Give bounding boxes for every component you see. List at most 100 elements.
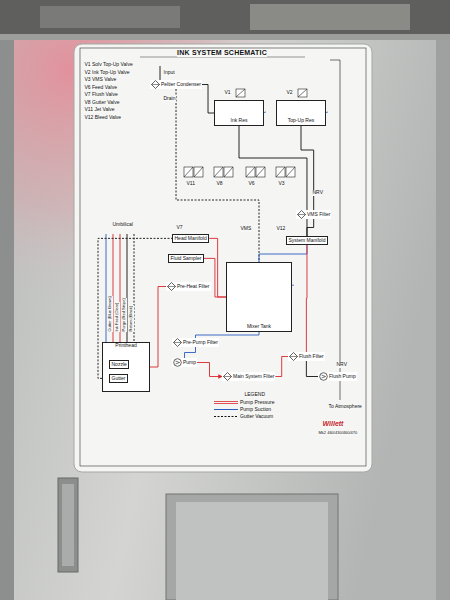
manifold-box: System Manifold [286,236,328,245]
wire-label: Return (Black) [129,305,134,332]
gutter-box: Gutter [109,374,128,383]
panel-cutout [166,494,338,600]
pipe-connector [185,347,196,358]
valve-label: V8 [216,181,223,187]
wire-label: Purge (Red Stripe) [122,298,127,332]
valve-label: V6 [248,181,255,187]
wire-label: Ink Feed (Clear) [115,302,120,332]
filter-icon [289,352,298,361]
top-frame [0,0,450,38]
pipe-connector [307,219,314,236]
wire-label: Gutter (Blue Brown) [108,296,113,332]
part-name: Printhead [115,343,136,349]
pipe-connector [197,363,222,377]
vent-label: To Atmosphere [328,404,362,410]
legend-row: Pump Pressure [214,400,274,406]
part-name: Main System Filter [233,374,274,380]
valve-key: V11 Jet Valve [84,107,115,113]
part-name: Head Manifold [175,236,207,242]
valve-label: V11 [186,181,196,187]
umbilical-label: Umbilical [112,222,133,228]
printhead-box: PrintheadNozzleGutter [102,342,150,392]
brand-logo: Willett [322,420,344,428]
reservoir-box: Top-Up Res [276,100,326,126]
valve-key: V12 Bleed Valve [84,115,122,121]
pump-icon [319,372,328,381]
pipe-connector [209,238,226,297]
valve-key: V7 Flush Valve [84,92,118,98]
part-name: Pre-Pump Filter [183,340,218,346]
port-label: Input [163,70,175,76]
reservoir-box: Ink Res [214,100,264,126]
filter-icon [173,338,182,347]
nozzle-box: Nozzle [109,360,129,369]
pipe-connector [239,126,307,236]
valve-label: V3 [278,181,285,187]
part-name: Peltier Condenser [161,82,201,88]
panel-slot [62,484,74,566]
filter-icon [297,210,306,219]
pipe-connector [306,245,308,352]
pipe-connector [306,361,318,377]
valve-label: NRV [312,190,323,196]
left-edge [0,40,14,600]
valve-key: V6 Feed Valve [84,85,117,91]
pipe-connector [275,357,288,377]
part-label: VMS [240,226,252,232]
legend-text: Pump Suction [240,407,271,413]
legend-line-sample [214,400,238,405]
background-box [40,6,180,28]
label-frame [80,48,366,466]
pipe-connector [259,245,307,262]
valve-key: V8 Gutter Valve [84,100,120,106]
part-name: Ink Res [231,118,248,124]
reservoir-levels [218,111,328,287]
legend-row: Pump Suction [214,407,271,413]
valve-key: V1 Solv Top-Up Valve [84,62,133,68]
filter-symbol: VMS Filter [296,210,331,219]
part-name: Top-Up Res [288,118,314,124]
legend-text: Gutter Vacuum [240,414,273,420]
valve-label: V7 [176,225,183,231]
schematic-title: INK SYSTEM SCHEMATIC [177,49,268,57]
filter-symbol: Pre-Heat Filter [166,282,211,291]
valve-key: V2 Ink Top-Up Valve [84,70,130,76]
frame-edge [0,34,450,40]
legend-row: Gutter Vacuum [214,414,273,420]
pump-icon [173,358,182,367]
background-box [250,4,410,30]
filter-icon [223,372,232,381]
condenser-symbol: Peltier Condenser [150,80,202,89]
valve-label: V2 [286,90,293,96]
part-name: Flush Pump [329,374,356,380]
panel-cutout [176,502,328,600]
pump-symbol: Flush Pump [318,372,357,381]
legend-line-sample [214,407,238,412]
filter-symbol: Pre-Pump Filter [172,338,219,347]
part-name: Pump [183,360,196,366]
label-card [74,44,372,472]
valve-label: V12 [276,226,286,232]
filter-symbol: Main System Filter [222,372,275,381]
port-label: Drain [163,96,176,102]
valve-label: NRV [336,362,347,368]
panel-slot [58,478,78,572]
legend-line-sample [214,414,238,419]
sampler-box: Fluid Sampler [168,254,204,263]
pipe-connector [150,287,166,368]
legend-text: Pump Pressure [240,400,274,406]
part-name: Nozzle [112,362,127,368]
part-name: Pre-Heat Filter [177,284,210,290]
pipe-connector [204,258,226,297]
part-name: Mixer Tank [247,324,271,330]
filter-icon [151,80,160,89]
valve-label: V1 [224,90,231,96]
part-name: Flush Filter [299,354,324,360]
pump-symbol: Pump [172,358,197,367]
pipe-connector [202,85,214,114]
manifold-box: Head Manifold [172,234,209,243]
right-edge [436,40,450,600]
model-number: Mk2 460/430/460/470 [318,431,358,436]
